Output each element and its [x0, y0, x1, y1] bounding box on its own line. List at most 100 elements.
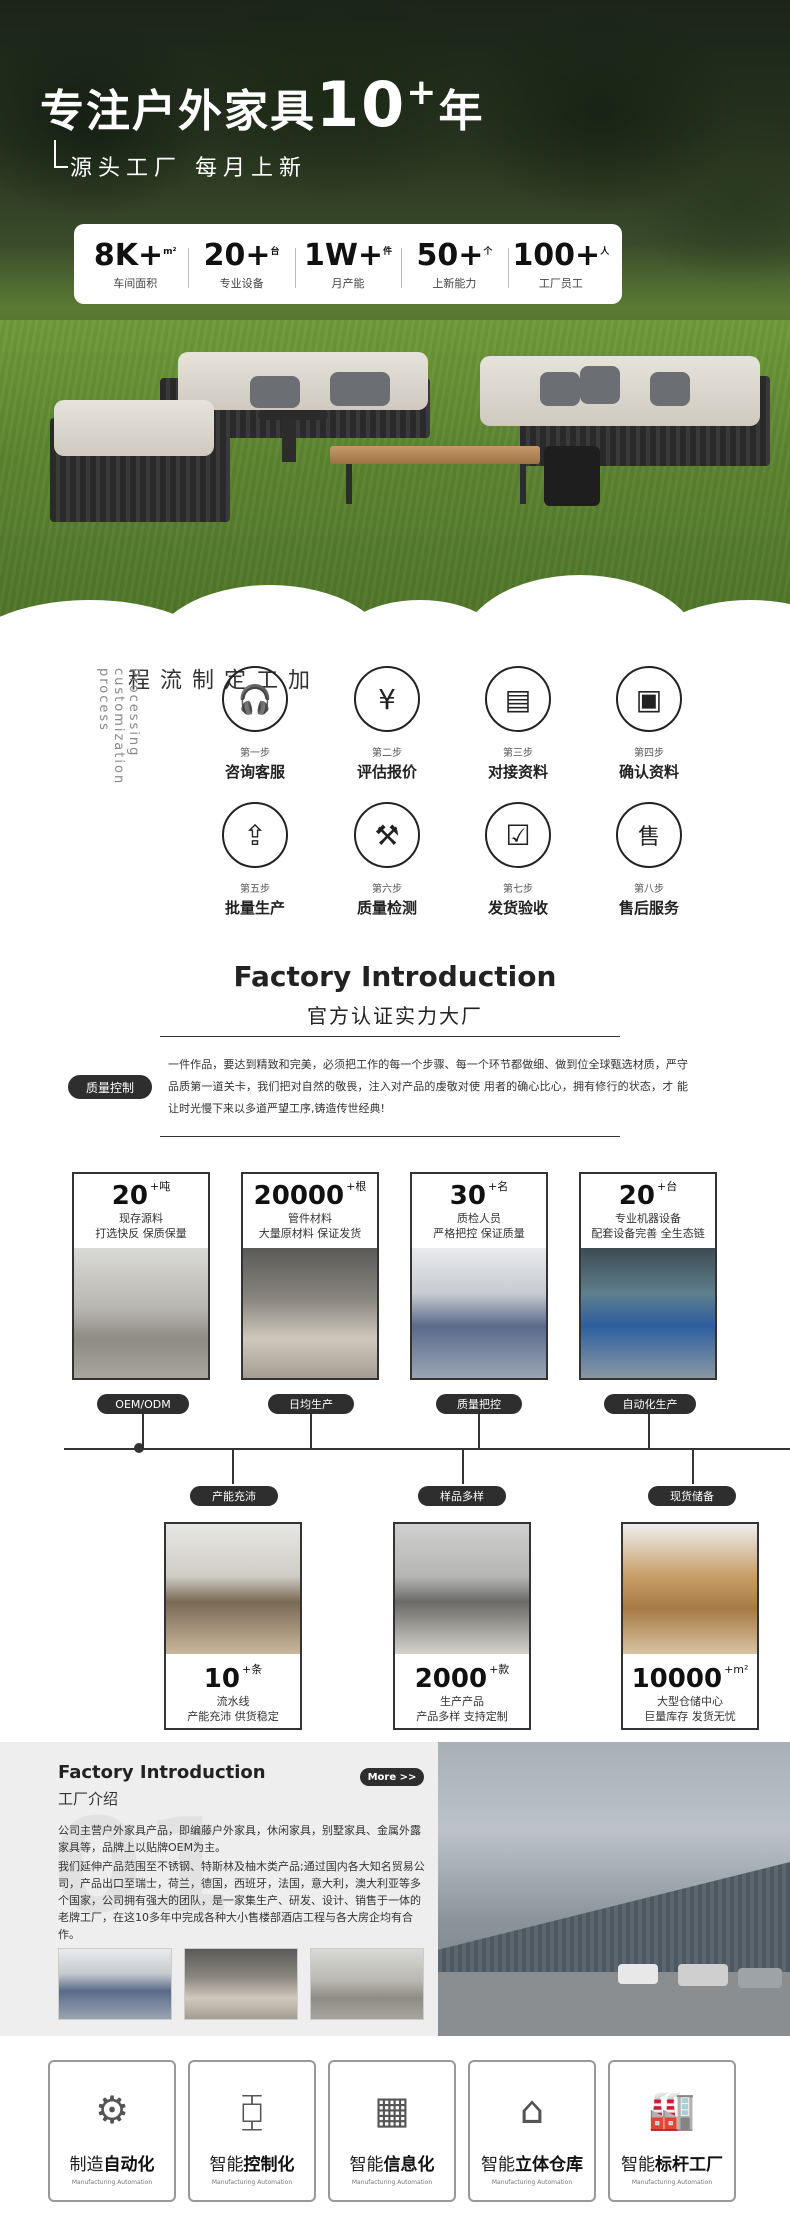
pill-quality-control: 质量把控 — [436, 1394, 522, 1414]
feature-english: Manufacturing Automation — [491, 2179, 573, 2186]
process-step-7: ☑ 第七步 发货验收 — [463, 802, 573, 918]
step-label: 咨询客服 — [224, 763, 285, 781]
process-step-1: 🎧 第一步 咨询客服 — [200, 666, 310, 782]
pill-samples: 样品多样 — [418, 1486, 506, 1506]
section-number-watermark: 01 — [52, 1790, 233, 1942]
workshop-photo — [58, 1948, 172, 2020]
after-sales-icon: 售 — [616, 802, 682, 868]
process-step-3: ▤ 第三步 对接资料 — [463, 666, 573, 782]
quality-description: 一件作品，要达到精致和完美，必须把工作的每一个步骤、每一个环节都做细、做到位全球… — [168, 1058, 688, 1115]
timeline-tick — [462, 1450, 464, 1484]
factory-building-photo — [438, 1742, 790, 2036]
stat-value: 1W+ — [303, 237, 384, 273]
step-number: 第三步 — [503, 748, 533, 759]
stat-value: 100+ — [512, 237, 601, 273]
feature-smart-control: ⧮ 智能控制化 Manufacturing Automation — [188, 2060, 316, 2202]
feature-english: Manufacturing Automation — [351, 2179, 433, 2186]
hammer-icon: ⚒ — [354, 802, 420, 868]
card-caption: 配套设备完善 全生态链 — [591, 1227, 705, 1240]
stat-card-warehouse: 10000+m² 大型仓储中心 巨量库存 发货无忧 — [621, 1522, 759, 1730]
process-subtitle: Processing customization process — [96, 668, 141, 786]
card-number: 10 — [203, 1664, 240, 1694]
feature-keyword: 标杆工厂 — [655, 2155, 723, 2175]
feature-prefix: 智能 — [349, 2155, 384, 2175]
feature-smart-information: ▦ 智能信息化 Manufacturing Automation — [328, 2060, 456, 2202]
process-step-8: 售 第八步 售后服务 — [594, 802, 704, 918]
stat-label: 车间面积 — [113, 276, 158, 290]
card-caption: 打选快反 保质保量 — [95, 1227, 187, 1240]
factory-photo — [412, 1248, 546, 1378]
stat-card-inspectors: 30+名 质检人员 严格把控 保证质量 — [410, 1172, 548, 1380]
showroom-photo — [310, 1948, 424, 2020]
stat-unit: 台 — [270, 246, 280, 257]
stacked-upload-icon: ⇪ — [222, 802, 288, 868]
card-number: 2000 — [414, 1664, 488, 1694]
stat-value: 20+ — [203, 237, 271, 273]
step-label: 批量生产 — [224, 899, 285, 917]
stat-card-production-lines: 10+条 流水线 产能充沛 供货稳定 — [164, 1522, 302, 1730]
feature-prefix: 智能 — [209, 2155, 244, 2175]
feature-prefix: 制造 — [69, 2155, 104, 2175]
factory-intro-section: 01 Factory Introduction 工厂介绍 More >> 公司主… — [0, 1742, 790, 2036]
card-number: 20 — [618, 1181, 655, 1211]
stat-staff: 100+人 工厂员工 — [507, 237, 614, 291]
pill-automation: 自动化生产 — [604, 1394, 696, 1414]
timeline-tick — [232, 1450, 234, 1484]
divider-line — [160, 1036, 620, 1037]
card-number: 20 — [111, 1181, 148, 1211]
card-title: 质检人员 — [457, 1212, 501, 1225]
card-unit: +款 — [489, 1663, 510, 1676]
stat-unit: 件 — [383, 246, 393, 257]
hero-sub-decoration — [54, 140, 68, 168]
hero-title-plus: + — [406, 72, 439, 113]
factory-photo — [395, 1524, 529, 1654]
step-label: 确认资料 — [618, 763, 679, 781]
stat-unit: m² — [163, 246, 177, 257]
factory-photo — [166, 1524, 300, 1654]
card-title: 管件材料 — [288, 1212, 332, 1225]
pill-capacity: 产能充沛 — [190, 1486, 278, 1506]
intro-title: Factory Introduction — [58, 1762, 266, 1783]
intro-paragraph: 我们延伸产品范围至不锈钢、特斯林及柚木类产品;通过国内各大知名贸易公司，产品出口… — [58, 1860, 425, 1941]
card-title: 大型仓储中心 — [657, 1695, 723, 1708]
timeline-tick — [142, 1414, 144, 1448]
stat-card-products: 2000+款 生产产品 产品多样 支持定制 — [393, 1522, 531, 1730]
hero-subtitle: 源头工厂 每月上新 — [70, 156, 307, 181]
stat-unit: 人 — [600, 246, 610, 257]
timeline-tick — [310, 1414, 312, 1448]
card-caption: 产能充沛 供货稳定 — [187, 1710, 279, 1723]
stat-value: 50+ — [416, 237, 484, 273]
more-button[interactable]: More >> — [360, 1768, 424, 1786]
step-number: 第七步 — [503, 884, 533, 895]
card-title: 生产产品 — [440, 1695, 484, 1708]
feature-smart-warehouse: ⌂ 智能立体仓库 Manufacturing Automation — [468, 2060, 596, 2202]
step-number: 第四步 — [634, 748, 664, 759]
quality-control-badge: 质量控制 — [68, 1075, 152, 1099]
card-title: 专业机器设备 — [615, 1212, 681, 1225]
feature-benchmark-factory: 🏭 智能标杆工厂 Manufacturing Automation — [608, 2060, 736, 2202]
stat-label: 月产能 — [331, 276, 365, 290]
factory-photo — [243, 1248, 377, 1378]
feature-english: Manufacturing Automation — [631, 2179, 713, 2186]
feature-keyword: 自动化 — [103, 2155, 155, 2175]
hero-title-years: 10 — [316, 68, 407, 141]
feature-prefix: 智能 — [621, 2155, 655, 2175]
feature-manufacturing-automation: ⚙ 制造自动化 Manufacturing Automation — [48, 2060, 176, 2202]
feature-english: Manufacturing Automation — [211, 2179, 293, 2186]
feature-keyword: 信息化 — [383, 2155, 435, 2175]
step-label: 售后服务 — [618, 899, 679, 917]
intro-paragraph: 公司主营户外家具产品，即编藤户外家具，休闲家具，别墅家具、金属外露家具等，品牌上… — [58, 1824, 421, 1854]
gears-wrench-icon: ⚙ — [94, 2088, 130, 2132]
feature-keyword: 控制化 — [243, 2155, 295, 2175]
stat-value: 8K+ — [93, 237, 164, 273]
clipboard-check-icon: ☑ — [485, 802, 551, 868]
card-caption: 巨量库存 发货无忧 — [644, 1710, 736, 1723]
stat-label: 上新能力 — [432, 276, 477, 290]
card-unit: +条 — [241, 1663, 263, 1676]
stats-bar: 8K+m² 车间面积 20+台 专业设备 1W+件 月产能 50+个 上新能力 … — [74, 224, 622, 304]
timeline-dot — [134, 1443, 144, 1453]
card-caption: 产品多样 支持定制 — [416, 1710, 508, 1723]
card-number: 10000 — [631, 1664, 723, 1694]
sliders-icon: ⧮ — [239, 2087, 265, 2132]
stat-workshop-area: 8K+m² 车间面积 — [82, 238, 188, 291]
